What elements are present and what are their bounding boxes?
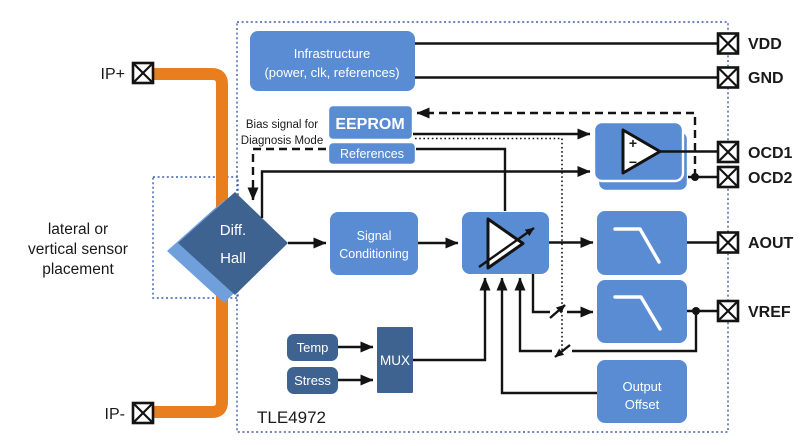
eeprom-block (326, 103, 415, 142)
aout-lowpass-filter-icon (613, 227, 661, 264)
x-box-terminal-icon (717, 166, 739, 188)
stress-block (287, 367, 338, 394)
x-box-terminal-icon (132, 402, 154, 424)
pin-ocd2 (716, 165, 740, 189)
chip-name-label: TLE4972 (257, 408, 326, 427)
wire-amplifier-to-switch1 (531, 274, 550, 314)
comparator-minus-sign: − (629, 154, 637, 170)
junction-dot-vref (692, 307, 700, 315)
output-offset-block (597, 360, 687, 423)
temp-label: Temp (297, 340, 329, 355)
pin-gnd (716, 66, 740, 89)
mux-block (377, 327, 413, 393)
wire-dotted-switch-control (415, 137, 563, 350)
infrastructure-block (250, 31, 415, 91)
stress-label: Stress (294, 373, 331, 388)
bias-note-line1: Bias signal for (246, 119, 318, 131)
wire-vref-feedback-right (572, 311, 698, 353)
output-offset-label-line1: Output (622, 379, 661, 394)
wire-vref-feedback-to-amplifier (514, 277, 552, 353)
hall-diamond (178, 192, 288, 295)
vref-lowpass-filter-icon (613, 295, 662, 331)
output-offset-label-line2: Offset (625, 397, 660, 412)
infrastructure-label-line1: Infrastructure (294, 46, 371, 61)
bias-note-line2: Diagnosis Mode (241, 135, 323, 147)
ip-minus-label: IP- (105, 406, 125, 423)
gnd-label: GND (748, 70, 784, 87)
temp-block (287, 334, 338, 361)
comparator-plus-sign: + (629, 135, 637, 151)
pin-vdd (716, 32, 740, 55)
pin-ocd1 (716, 140, 740, 164)
x-box-terminal-icon (132, 62, 154, 84)
eeprom-label: EEPROM (335, 116, 404, 133)
x-box-terminal-icon (717, 300, 739, 322)
x-box-terminal-icon (717, 66, 739, 89)
x-box-terminal-icon (717, 231, 739, 254)
wire-offset-to-amplifier (496, 277, 597, 395)
references-label: References (340, 147, 404, 161)
amplifier-gain-arrow-icon (478, 227, 535, 268)
signal-conditioning-block (330, 212, 418, 275)
pin-ip-minus (131, 401, 155, 425)
aout-filter-block (597, 211, 687, 275)
wire-mux-to-amplifier (413, 277, 491, 362)
wire-dashed-ocd2-to-eeprom (416, 107, 697, 177)
wire-references-to-amplifier (416, 147, 507, 211)
pin-ip-plus (131, 61, 155, 85)
pin-aout (716, 231, 740, 254)
ip-plus-label: IP+ (101, 66, 125, 83)
aout-label: AOUT (748, 235, 794, 252)
signal-conditioning-label-line2: Conditioning (339, 247, 409, 261)
wire-dashed-bias-to-hall (247, 147, 326, 201)
comparator-triangle-icon (621, 128, 662, 175)
vref-label: VREF (748, 304, 791, 321)
ocd1-label: OCD1 (748, 145, 793, 162)
switch2-blade-icon (554, 344, 571, 358)
references-block (326, 140, 418, 167)
ocd2-label: OCD2 (748, 170, 793, 187)
wire-hall-to-comparator (260, 166, 591, 218)
x-box-terminal-icon (717, 32, 739, 55)
placement-label-line3: placement (42, 261, 114, 278)
vref-filter-block (597, 280, 687, 343)
placement-label-line1: lateral or (48, 221, 108, 238)
pin-vref (716, 299, 740, 323)
signal-conditioning-label-line1: Signal (357, 229, 392, 243)
hall-label-line1: Diff. (220, 222, 246, 239)
switch1-blade-icon (549, 304, 566, 319)
junction-dot-ocd2 (691, 173, 699, 181)
x-box-terminal-icon (717, 141, 739, 163)
infrastructure-label-line2: (power, clk, references) (264, 65, 399, 80)
mux-label: MUX (380, 353, 410, 368)
sensor-placement-boundary (152, 176, 239, 299)
placement-label-line2: vertical sensor (28, 241, 128, 258)
hall-label-line2: Hall (220, 250, 246, 267)
vdd-label: VDD (748, 36, 782, 53)
